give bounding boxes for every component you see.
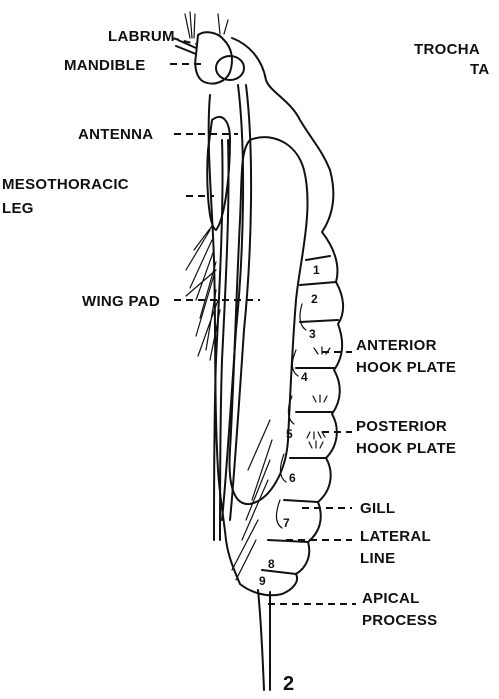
label-lateral-line: LATERAL [360,528,431,545]
label-lateral-line-2: LINE [360,550,395,567]
segment-number: 1 [313,263,320,277]
label-tarsus-cutoff: TA [470,61,489,78]
labels: LABRUM MANDIBLE ANTENNA MESOTHORACIC LEG… [2,28,489,695]
larva-drawing [176,12,343,690]
segment-number: 5 [286,427,293,441]
label-gill: GILL [360,500,395,517]
label-antenna: ANTENNA [78,126,153,143]
label-anterior-hook-plate-2: HOOK PLATE [356,359,456,376]
segment-number: 2 [311,292,318,306]
label-mesothoracic-leg-2: LEG [2,200,34,217]
label-trochantin-cutoff: TROCHA [414,41,480,58]
label-posterior-hook-plate-2: HOOK PLATE [356,440,456,457]
segment-number: 3 [309,327,316,341]
label-mandible: MANDIBLE [64,57,146,74]
label-mesothoracic-leg: MESOTHORACIC [2,176,129,193]
segment-number: 7 [283,516,290,530]
label-wing-pad: WING PAD [82,293,160,310]
segment-number: 9 [259,574,266,588]
label-labrum: LABRUM [108,28,175,45]
segment-number: 8 [268,557,275,571]
segment-number: 6 [289,471,296,485]
segment-number: 4 [301,370,308,384]
label-apical-process-2: PROCESS [362,612,437,629]
label-apical-process: APICAL [362,590,420,607]
label-anterior-hook-plate: ANTERIOR [356,337,437,354]
figure-number: 2 [283,673,294,695]
label-posterior-hook-plate: POSTERIOR [356,418,447,435]
